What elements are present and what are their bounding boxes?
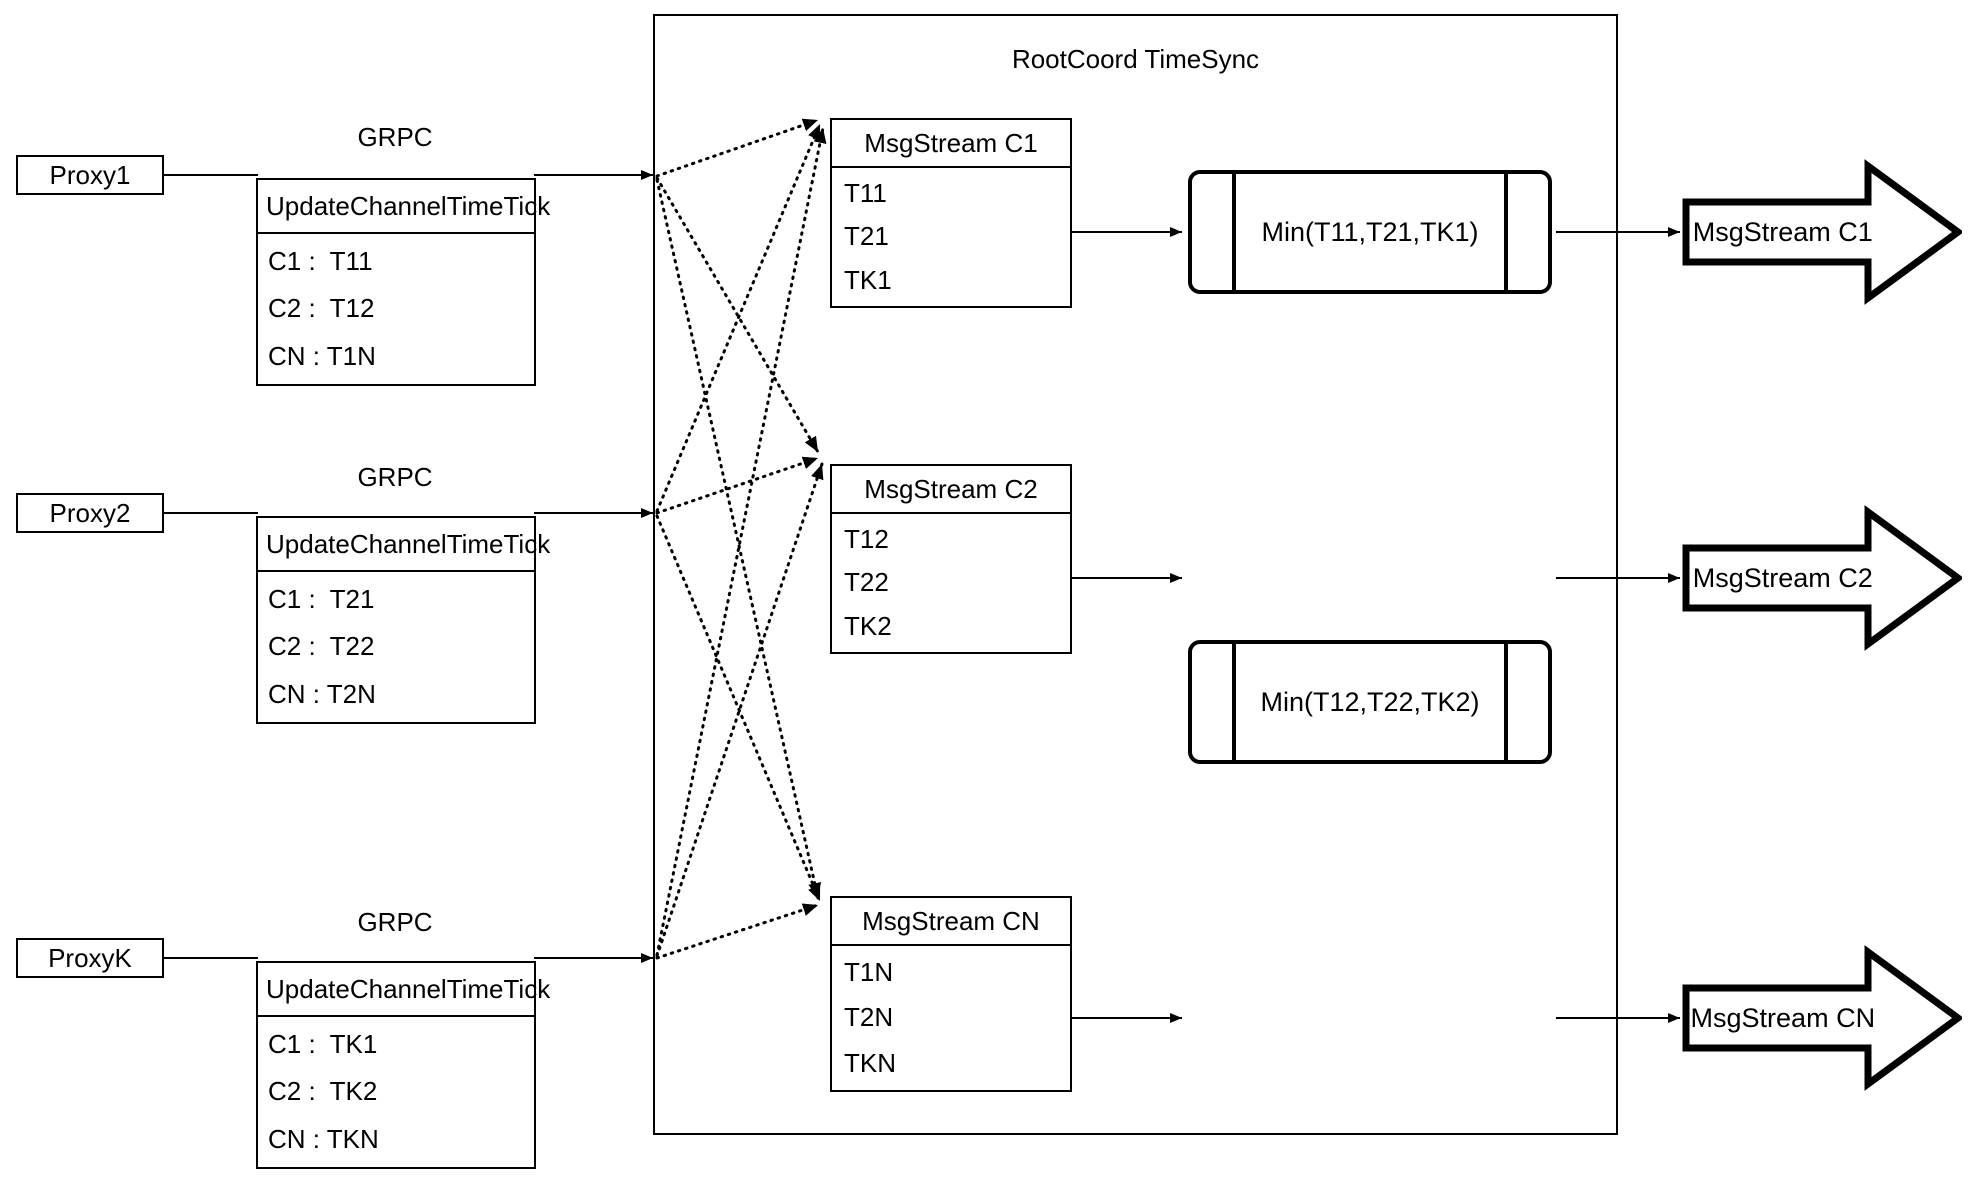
tick-row: T12 [844, 524, 889, 555]
request-to-frame-links [534, 170, 653, 963]
output-label: MsgStream C1 [1692, 216, 1873, 247]
min-process-c2: Min(T12,T22,TK2) [1188, 640, 1552, 764]
msgstream-card-body: T12 T22 TK2 [832, 514, 1070, 652]
request-card-title: UpdateChannelTimeTick [258, 963, 550, 1017]
process-divider-right [1504, 640, 1508, 764]
process-divider-left [1232, 170, 1236, 294]
proxy-label: Proxy2 [49, 497, 131, 528]
msgstream-card-c1: MsgStream C1 T11 T21 TK1 [830, 118, 1072, 308]
min-label: Min(T12,T22,TK2) [1260, 686, 1480, 717]
request-card-body: C1 : T11 C2 : T12 CN : T1N [258, 234, 534, 384]
rootcoord-timesync-title: RootCoord TimeSync [1011, 44, 1260, 74]
tick-row: T2N [844, 1002, 894, 1033]
output-label: MsgStream CN [1690, 1002, 1876, 1033]
output-blockarrow-c2: MsgStream C2 [1682, 504, 1962, 652]
request-row: C2 : T12 [268, 293, 375, 324]
tick-row: TKN [844, 1047, 896, 1078]
proxy-box-proxyk[interactable]: ProxyK [16, 938, 164, 978]
msgstream-card-title: MsgStream C1 [832, 120, 1070, 168]
grpc-label-proxyk: GRPC [357, 907, 433, 937]
msgstream-card-body: T11 T21 TK1 [832, 168, 1070, 306]
request-row: C1 : T21 [268, 584, 375, 615]
request-card-title: UpdateChannelTimeTick [258, 518, 550, 572]
tick-row: TK1 [844, 264, 892, 295]
msgstream-card-cn: MsgStream CN T1N T2N TKN [830, 896, 1072, 1092]
proxy-box-proxy2[interactable]: Proxy2 [16, 493, 164, 533]
rootcoord-timesync-frame [653, 14, 1618, 1135]
request-card-body: C1 : T21 C2 : T22 CN : T2N [258, 572, 534, 722]
request-row: CN : T2N [268, 678, 376, 709]
request-card-proxyk: UpdateChannelTimeTick C1 : TK1 C2 : TK2 … [256, 961, 550, 1169]
request-row: C1 : T11 [268, 246, 373, 277]
process-divider-right [1504, 170, 1508, 294]
request-card-proxy2: UpdateChannelTimeTick C1 : T21 C2 : T22 … [256, 516, 550, 724]
msgstream-card-title: MsgStream C2 [832, 466, 1070, 514]
tick-row: T1N [844, 957, 894, 988]
process-divider-left [1232, 640, 1236, 764]
request-card-body: C1 : TK1 C2 : TK2 CN : TKN [258, 1017, 534, 1167]
tick-row: T21 [844, 221, 889, 252]
tick-row: T22 [844, 567, 889, 598]
proxy-to-request-links [164, 174, 258, 959]
proxy-label: Proxy1 [49, 159, 131, 190]
request-row: CN : T1N [268, 340, 376, 371]
output-blockarrow-cn: MsgStream CN [1682, 944, 1962, 1092]
msgstream-card-title: MsgStream CN [832, 898, 1070, 946]
request-card-title: UpdateChannelTimeTick [258, 180, 550, 234]
request-row: CN : TKN [268, 1123, 379, 1154]
output-blockarrow-c1: MsgStream C1 [1682, 158, 1962, 306]
proxy-label: ProxyK [48, 942, 132, 973]
tick-row: TK2 [844, 610, 892, 641]
grpc-label-proxy2: GRPC [357, 462, 433, 492]
request-card-proxy1: UpdateChannelTimeTick C1 : T11 C2 : T12 … [256, 178, 550, 386]
msgstream-card-c2: MsgStream C2 T12 T22 TK2 [830, 464, 1072, 654]
request-row: C1 : TK1 [268, 1029, 378, 1060]
min-process-c1: Min(T11,T21,TK1) [1188, 170, 1552, 294]
msgstream-card-body: T1N T2N TKN [832, 946, 1070, 1090]
proxy-box-proxy1[interactable]: Proxy1 [16, 155, 164, 195]
output-label: MsgStream C2 [1692, 562, 1873, 593]
tick-row: T11 [844, 178, 887, 209]
grpc-label-proxy1: GRPC [357, 122, 433, 152]
request-row: C2 : T22 [268, 631, 375, 662]
request-row: C2 : TK2 [268, 1076, 378, 1107]
min-label: Min(T11,T21,TK1) [1261, 216, 1479, 247]
